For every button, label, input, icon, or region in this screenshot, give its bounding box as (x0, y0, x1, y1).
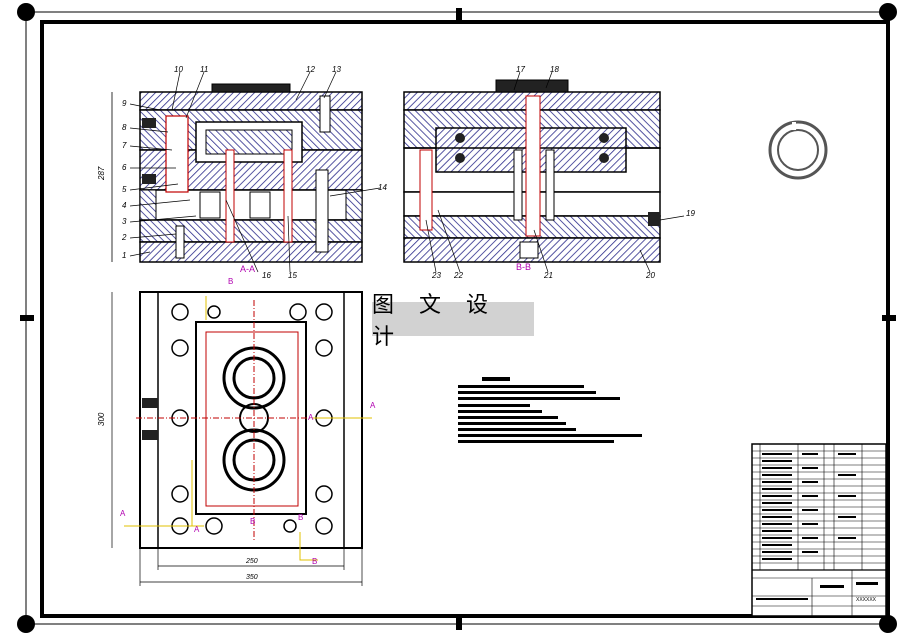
technical-requirements-block (458, 377, 642, 443)
view-label-aa: A-A (240, 264, 255, 274)
drawing-number: XXXXXX (856, 597, 877, 603)
corner-mark-bottom-left (17, 615, 35, 633)
balloon-1: 1 (122, 251, 126, 260)
ring-symbol (768, 120, 828, 180)
leader-lines-aa (129, 71, 381, 273)
section-mark-a-left: A (120, 509, 126, 518)
section-mark-b-bottom: B (312, 557, 317, 566)
section-view-bb: B-B 17 18 23 22 21 20 19 (403, 65, 695, 280)
plan-outer-width-dimension: 350 (246, 574, 258, 581)
bom-grid (752, 444, 886, 616)
section-mark-a-bottom: A (194, 525, 200, 534)
section-mark-a-right: A (370, 401, 376, 410)
balloon-15: 15 (288, 271, 297, 280)
plan-holes (171, 303, 333, 535)
drawing-frame (17, 3, 897, 633)
leader-lines-bb (425, 71, 685, 273)
section-view-aa: 287 A-A 9 8 7 6 5 4 3 2 1 10 11 12 13 (97, 65, 387, 280)
balloon-10: 10 (174, 65, 183, 74)
balloon-23: 23 (431, 271, 441, 280)
balloon-5: 5 (122, 185, 127, 194)
section-line-markers (124, 296, 372, 561)
view-label-bb: B-B (516, 262, 531, 272)
bom-cell-text (756, 453, 878, 600)
balloon-13: 13 (332, 65, 341, 74)
title-block: XXXXXX (751, 443, 887, 617)
balloon-22: 22 (453, 271, 463, 280)
plan-view: B A A A A B B B 300 250 350 (97, 277, 376, 586)
balloon-16: 16 (262, 271, 271, 280)
corner-mark-top-left (17, 3, 35, 21)
balloon-6: 6 (122, 163, 127, 172)
corner-mark-bottom-right (879, 615, 897, 633)
watermark-label: 图 文 设 计 (372, 293, 534, 350)
balloon-4: 4 (122, 201, 127, 210)
balloon-7: 7 (122, 141, 127, 150)
balloon-21: 21 (543, 271, 553, 280)
plan-height-dimension: 300 (97, 412, 106, 426)
balloon-20: 20 (645, 271, 655, 280)
section-mark-b-top: B (228, 277, 233, 286)
balloon-8: 8 (122, 123, 127, 132)
section-mark-b-right: B (298, 513, 303, 522)
balloon-3: 3 (122, 217, 127, 226)
section-mark-b-center: B (250, 517, 255, 526)
section-mark-a-mid: A (308, 413, 314, 422)
corner-mark-top-right (879, 3, 897, 21)
height-dimension-aa: 287 (97, 166, 106, 181)
balloon-19: 19 (686, 209, 695, 218)
balloon-9: 9 (122, 99, 127, 108)
balloon-17: 17 (516, 65, 525, 74)
balloon-12: 12 (306, 65, 315, 74)
balloon-2: 2 (121, 233, 127, 242)
balloon-11: 11 (200, 65, 208, 74)
balloon-14: 14 (378, 183, 387, 192)
plan-inner-width-dimension: 250 (245, 558, 258, 565)
balloon-18: 18 (550, 65, 559, 74)
plan-dimension-lines (111, 292, 363, 586)
